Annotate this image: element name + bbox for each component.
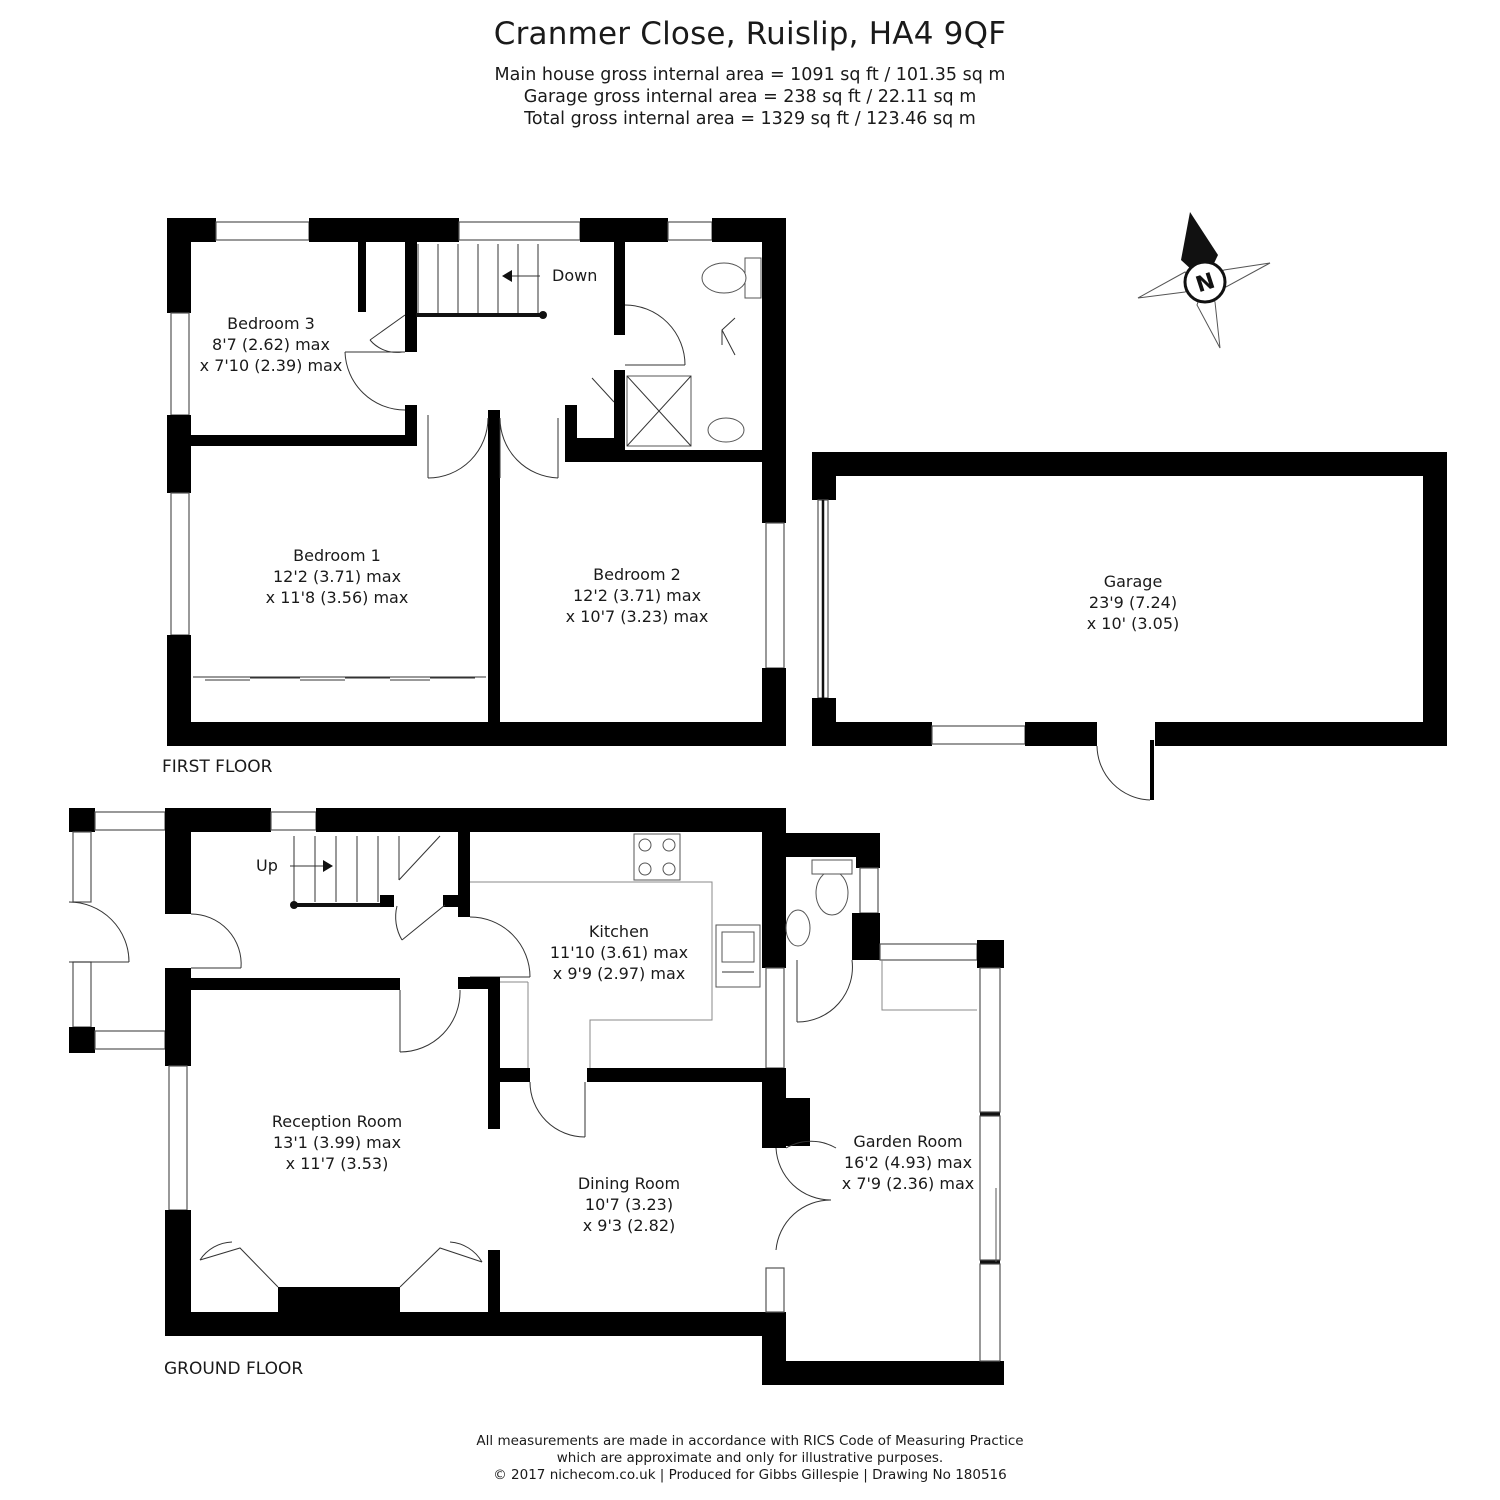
bedroom-1-name: Bedroom 1 <box>293 546 381 565</box>
kitchen-dim2: x 9'9 (2.97) max <box>553 964 685 983</box>
kitchen-dim1: 11'10 (3.61) max <box>550 943 688 962</box>
bedroom-1-dim2: x 11'8 (3.56) max <box>266 588 409 607</box>
kitchen-name: Kitchen <box>589 922 649 941</box>
main-house-area: Main house gross internal area = 1091 sq… <box>494 65 1006 85</box>
garage-dim2: x 10' (3.05) <box>1087 614 1180 633</box>
stairs-down-label: Down <box>552 266 597 285</box>
footer-disclaimer-2: which are approximate and only for illus… <box>556 1450 944 1466</box>
footer-disclaimer-1: All measurements are made in accordance … <box>476 1433 1024 1449</box>
bedroom-3-dim2: x 7'10 (2.39) max <box>200 356 343 375</box>
reception-room-name: Reception Room <box>272 1112 402 1131</box>
ground-floor-plan: Up <box>68 808 1004 1385</box>
dining-room-dim1: 10'7 (3.23) <box>585 1195 673 1214</box>
ground-floor-label: GROUND FLOOR <box>164 1359 303 1379</box>
garden-room-dim2: x 7'9 (2.36) max <box>842 1174 974 1193</box>
compass-rose: N <box>1137 212 1271 349</box>
first-floor-label: FIRST FLOOR <box>162 757 273 777</box>
reception-room-dim2: x 11'7 (3.53) <box>286 1154 389 1173</box>
garden-room-dim1: 16'2 (4.93) max <box>844 1153 972 1172</box>
bedroom-2-dim1: 12'2 (3.71) max <box>573 586 701 605</box>
first-floor-stairs <box>417 244 540 313</box>
stairs-up-label: Up <box>256 856 278 875</box>
bedroom-3-dim1: 8'7 (2.62) max <box>212 335 330 354</box>
dining-room-name: Dining Room <box>578 1174 680 1193</box>
ground-floor-stairs <box>290 835 441 909</box>
garden-room-name: Garden Room <box>853 1132 962 1151</box>
garage-plan: Garage 23'9 (7.24) x 10' (3.05) <box>812 452 1447 801</box>
bedroom-1-dim1: 12'2 (3.71) max <box>273 567 401 586</box>
compass-circle <box>1183 260 1227 304</box>
garage-area: Garage gross internal area = 238 sq ft /… <box>523 87 977 107</box>
first-floor-plan: Down Bedroom 3 8'7 (2.62) max x 7'10 (2.… <box>162 218 786 777</box>
page-title: Cranmer Close, Ruislip, HA4 9QF <box>493 16 1007 52</box>
garage-dim1: 23'9 (7.24) <box>1089 593 1177 612</box>
bedroom-3-name: Bedroom 3 <box>227 314 315 333</box>
total-area: Total gross internal area = 1329 sq ft /… <box>524 109 976 129</box>
bedroom-2-name: Bedroom 2 <box>593 565 681 584</box>
reception-room-dim1: 13'1 (3.99) max <box>273 1133 401 1152</box>
footer-copyright: © 2017 nichecom.co.uk | Produced for Gib… <box>493 1467 1007 1483</box>
bedroom-2-dim2: x 10'7 (3.23) max <box>566 607 709 626</box>
dining-room-dim2: x 9'3 (2.82) <box>583 1216 676 1235</box>
garage-name: Garage <box>1104 572 1163 591</box>
